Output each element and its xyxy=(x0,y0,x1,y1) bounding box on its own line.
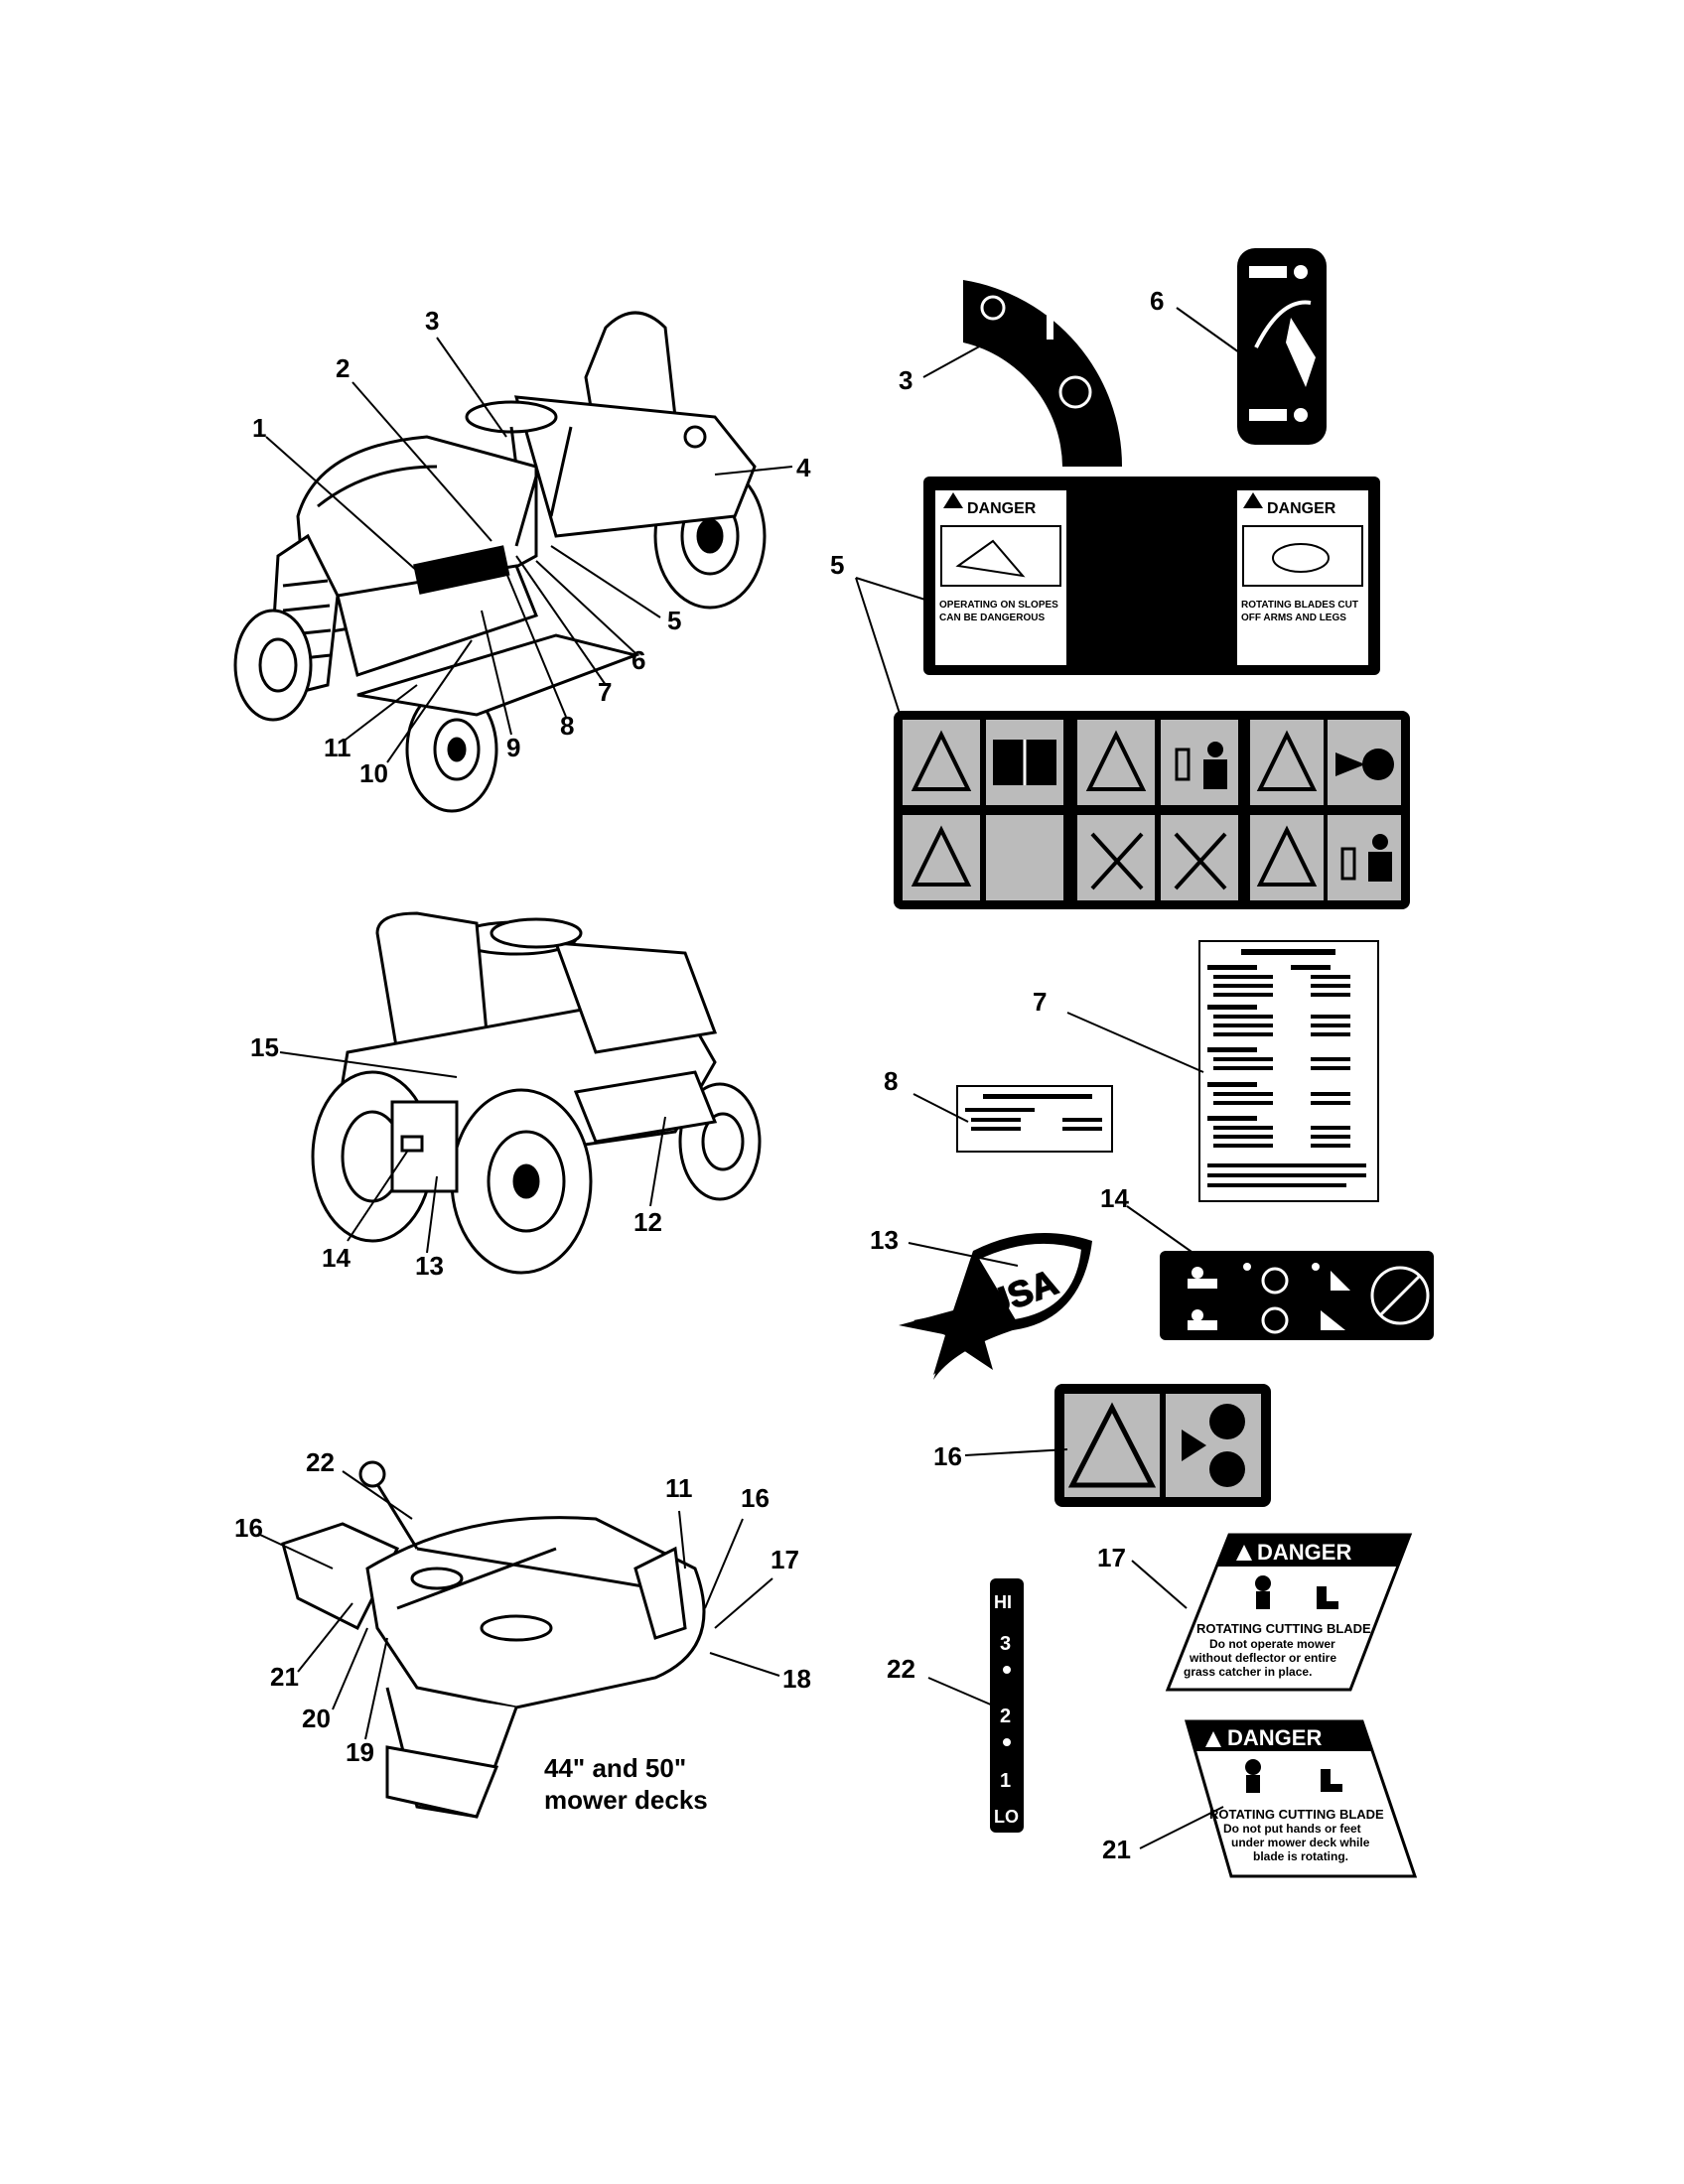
decal5-right-header: DANGER xyxy=(1267,500,1336,517)
decal17-line2: Do not operate mower xyxy=(1209,1637,1335,1651)
deck-caption-line1: 44" and 50" xyxy=(544,1753,686,1783)
deck-callout-17: 17 xyxy=(771,1545,799,1574)
deck-callout-11: 11 xyxy=(665,1473,693,1503)
decal22-hi: HI xyxy=(994,1592,1012,1612)
right-callout-3: 3 xyxy=(899,365,912,395)
decal-21-danger xyxy=(1185,1719,1418,1878)
decal22-3: 3 xyxy=(1000,1633,1011,1655)
decal-7-belts-blades xyxy=(1198,940,1379,1202)
decal-5-pictograms xyxy=(894,711,1410,909)
deck-callout-22: 22 xyxy=(306,1447,335,1477)
mower-deck-callouts xyxy=(259,1470,780,1740)
callout-6: 6 xyxy=(632,645,645,675)
decal17-line3: without deflector or entire xyxy=(1189,1651,1336,1665)
callout-8: 8 xyxy=(560,711,574,741)
callout-7: 7 xyxy=(598,677,612,707)
tractor-rear-callouts xyxy=(279,1051,666,1254)
right-callout-5: 5 xyxy=(830,550,844,580)
decal21-header: DANGER xyxy=(1227,1725,1322,1750)
decal21-line2: Do not put hands or feet xyxy=(1223,1822,1361,1836)
decal22-lo: LO xyxy=(994,1807,1019,1827)
right-callout-13: 13 xyxy=(870,1225,899,1255)
callout-1: 1 xyxy=(252,413,266,443)
callout-9: 9 xyxy=(506,733,520,762)
decal-3-ignition xyxy=(963,280,1123,467)
deck-callout-19: 19 xyxy=(346,1737,374,1767)
right-callout-14: 14 xyxy=(1100,1183,1129,1213)
decal21-line3: under mower deck while xyxy=(1231,1836,1370,1849)
deck-callout-21: 21 xyxy=(270,1662,299,1692)
decal5-left-line2: CAN BE DANGEROUS xyxy=(939,613,1045,623)
callout-11: 11 xyxy=(324,733,351,762)
decal-6-lift xyxy=(1237,248,1327,445)
decal17-header: DANGER xyxy=(1257,1540,1351,1565)
decal-8-parts xyxy=(956,1085,1113,1153)
right-callout-8: 8 xyxy=(884,1066,898,1096)
decal17-line4: grass catcher in place. xyxy=(1184,1665,1312,1679)
decal-16-blade-warning xyxy=(1054,1384,1271,1507)
callout-2: 2 xyxy=(336,353,350,383)
tractor-front-illustration xyxy=(233,311,767,813)
decal5-right-line2: OFF ARMS AND LEGS xyxy=(1241,613,1346,623)
deck-callout-16b: 16 xyxy=(741,1483,770,1513)
deck-callout-20: 20 xyxy=(302,1704,331,1733)
right-callout-22: 22 xyxy=(887,1654,915,1684)
decal5-left-header: DANGER xyxy=(967,500,1037,517)
callout-13: 13 xyxy=(415,1251,444,1281)
right-callout-17: 17 xyxy=(1097,1543,1126,1572)
right-callout-6: 6 xyxy=(1150,286,1164,316)
deck-caption-line2: mower decks xyxy=(544,1785,708,1815)
decal21-line4: blade is rotating. xyxy=(1253,1849,1348,1863)
decal17-line1: ROTATING CUTTING BLADE xyxy=(1196,1621,1371,1636)
callout-5: 5 xyxy=(667,606,681,635)
decal22-1: 1 xyxy=(1000,1770,1011,1792)
mower-deck-illustration xyxy=(281,1460,706,1819)
tractor-front-callouts xyxy=(265,337,793,763)
decal-14-controls xyxy=(1160,1251,1434,1340)
callout-12: 12 xyxy=(633,1207,662,1237)
callout-4: 4 xyxy=(796,453,811,482)
decal-17-danger xyxy=(1165,1533,1413,1692)
right-callout-7: 7 xyxy=(1033,987,1047,1017)
decal-5-danger-panel xyxy=(923,477,1380,675)
callout-3: 3 xyxy=(425,306,439,336)
tractor-rear-illustration xyxy=(311,911,762,1275)
decal21-line1: ROTATING CUTTING BLADE xyxy=(1209,1807,1384,1822)
callout-14: 14 xyxy=(322,1243,351,1273)
callout-10: 10 xyxy=(359,758,388,788)
callout-15: 15 xyxy=(250,1032,279,1062)
right-callout-16: 16 xyxy=(933,1441,962,1471)
decal5-right-line1: ROTATING BLADES CUT xyxy=(1241,600,1358,611)
decal-22-height-scale xyxy=(990,1578,1024,1833)
deck-callout-18: 18 xyxy=(782,1664,811,1694)
decal5-left-line1: OPERATING ON SLOPES xyxy=(939,600,1058,611)
right-callout-21: 21 xyxy=(1102,1835,1131,1864)
decal22-2: 2 xyxy=(1000,1706,1011,1727)
deck-callout-16a: 16 xyxy=(234,1513,263,1543)
